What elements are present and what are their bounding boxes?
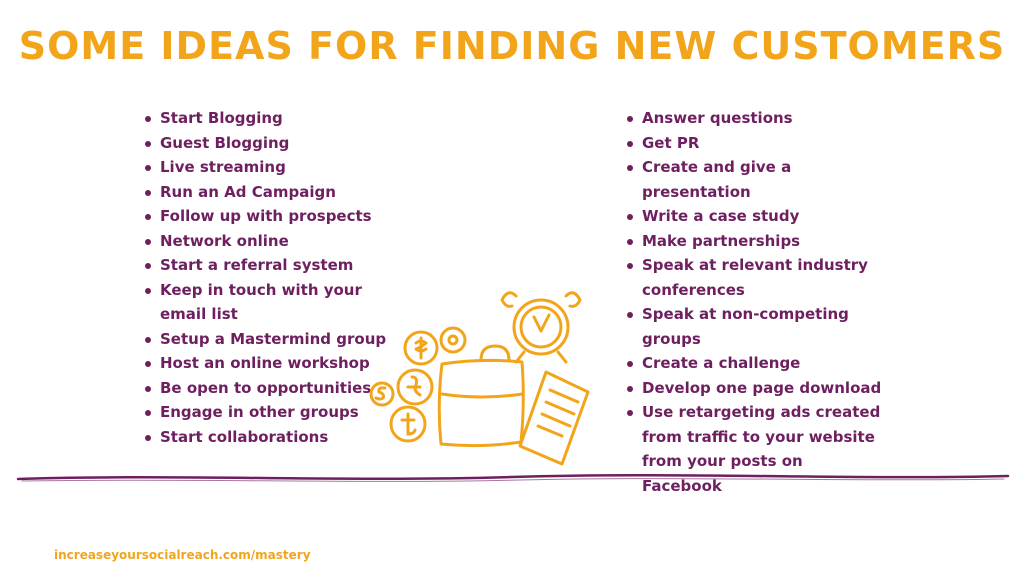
list-item: Guest Blogging xyxy=(144,131,394,156)
list-item: Create a challenge xyxy=(626,351,886,376)
briefcase-icon xyxy=(437,344,525,448)
list-item: Write a case study xyxy=(626,204,886,229)
alarm-clock-icon xyxy=(500,291,582,364)
list-item: Speak at relevant industry conferences xyxy=(626,253,886,302)
list-item: Answer questions xyxy=(626,106,886,131)
list-item: Start Blogging xyxy=(144,106,394,131)
list-item: Speak at non-competing groups xyxy=(626,302,886,351)
coin-icon xyxy=(369,381,395,407)
list-item: Host an online workshop xyxy=(144,351,394,376)
list-item: Be open to opportunities xyxy=(144,376,394,401)
business-illustration xyxy=(369,291,590,466)
list-item: Follow up with prospects xyxy=(144,204,394,229)
coin-icon xyxy=(389,405,427,443)
list-item: Create and give a presentation xyxy=(626,155,886,204)
list-item: Develop one page download xyxy=(626,376,886,401)
list-item: Get PR xyxy=(626,131,886,156)
list-item: Setup a Mastermind group xyxy=(144,327,394,352)
list-item: Network online xyxy=(144,229,394,254)
list-item: Engage in other groups xyxy=(144,400,394,425)
coin-icon xyxy=(403,330,439,366)
list-item: Keep in touch with your email list xyxy=(144,278,394,327)
divider-line xyxy=(16,474,1010,482)
document-icon xyxy=(518,370,590,466)
list-item: Run an Ad Campaign xyxy=(144,180,394,205)
list-item: Start collaborations xyxy=(144,425,394,450)
ideas-list-right: Answer questions Get PR Create and give … xyxy=(626,106,886,498)
list-item: Live streaming xyxy=(144,155,394,180)
footer-url: increaseyoursocialreach.com/mastery xyxy=(54,548,311,562)
list-item: Start a referral system xyxy=(144,253,394,278)
coin-icon xyxy=(439,326,467,354)
ideas-list-left: Start Blogging Guest Blogging Live strea… xyxy=(144,106,394,449)
coin-icon xyxy=(396,368,434,406)
page-title: SOME IDEAS FOR FINDING NEW CUSTOMERS xyxy=(18,24,1006,68)
list-item: Make partnerships xyxy=(626,229,886,254)
list-item: Use retargeting ads created from traffic… xyxy=(626,400,886,498)
